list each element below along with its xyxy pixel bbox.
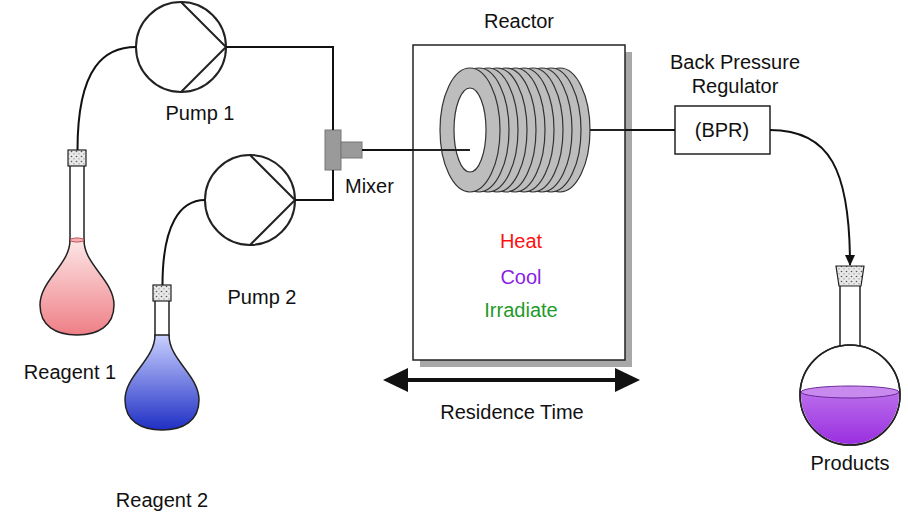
reagent-flask <box>125 285 199 430</box>
product-flask <box>800 266 900 445</box>
tube-connector <box>625 129 675 131</box>
tube-connector <box>163 200 206 285</box>
pump-node: Pump 2 <box>205 155 295 245</box>
node-text: Heat <box>500 229 542 253</box>
reagent-flask-node: Reagent 1 <box>40 150 115 335</box>
node-text: Reactor <box>484 9 554 33</box>
reactor-coil <box>440 68 590 192</box>
node-text: Irradiate <box>484 298 557 322</box>
node-text: Back Pressure Regulator <box>660 50 810 98</box>
bpr-box <box>675 106 770 154</box>
pump-node: Pump 1 <box>136 2 226 92</box>
node-text: Mixer <box>345 174 394 198</box>
node-text: Cool <box>500 265 541 289</box>
reactor-node: ReactorHeatCoolIrradiate <box>413 45 625 360</box>
reagent-flask-node: Reagent 2 <box>125 285 200 430</box>
mixer-node: Mixer <box>325 130 362 170</box>
tube-connector <box>78 47 137 150</box>
tube-connector <box>295 170 333 200</box>
node-text: Products <box>811 451 890 475</box>
pump-symbol <box>136 2 226 92</box>
node-text: Reagent 2 <box>116 488 208 512</box>
node-text: Pump 1 <box>166 101 235 125</box>
residence-arrow <box>383 368 640 392</box>
tube-connector <box>226 47 333 130</box>
axis-label: Residence Time <box>440 400 583 424</box>
reactor-box <box>413 45 632 367</box>
node-text: Pump 2 <box>228 285 297 309</box>
tube <box>590 129 625 131</box>
reagent-flask <box>40 150 114 335</box>
product-flask-node: Products <box>800 265 900 445</box>
tube <box>413 149 470 151</box>
node-text: Reagent 1 <box>24 360 116 384</box>
mixer-tee <box>325 130 362 170</box>
tube-connector <box>770 130 850 265</box>
pump-symbol <box>205 155 295 245</box>
back-pressure-regulator-node: Back Pressure Regulator(BPR) <box>675 106 770 154</box>
tube-connector <box>362 149 413 151</box>
node-text: (BPR) <box>695 118 749 142</box>
